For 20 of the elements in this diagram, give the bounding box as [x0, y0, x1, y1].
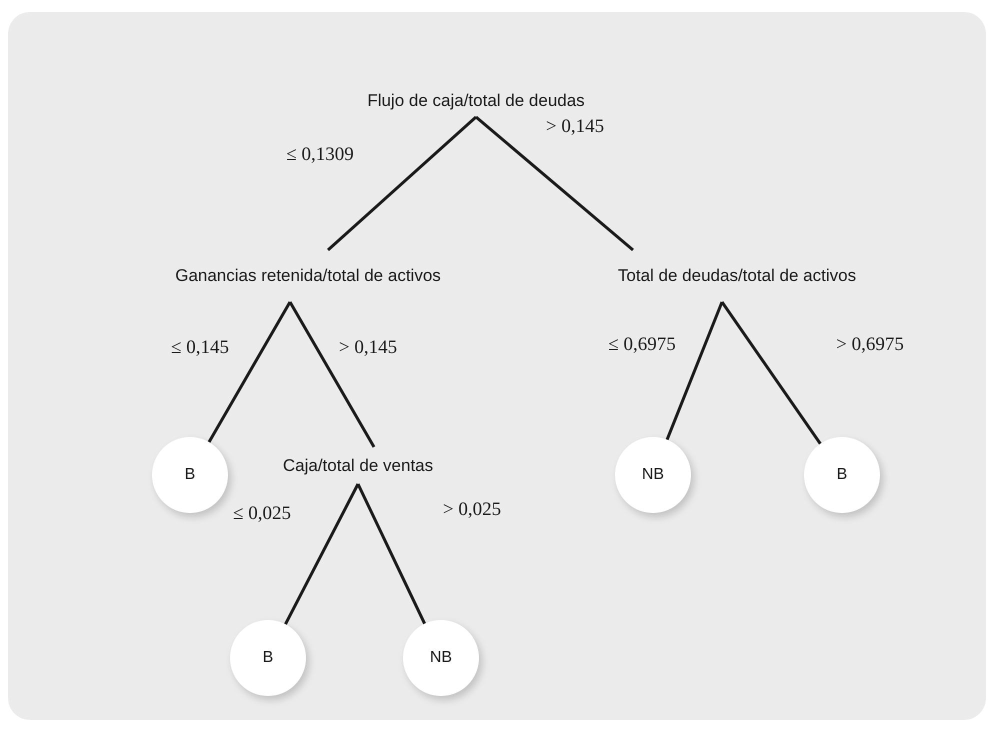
- edge-label: > 0,025: [442, 498, 502, 522]
- edge-label: > 0,6975: [836, 332, 904, 357]
- edge-label: > 0,145: [338, 336, 398, 360]
- split-criterion-text: Caja/total de ventas: [282, 454, 434, 476]
- branch-line: [284, 483, 360, 625]
- edge-label: ≤ 0,6975: [608, 332, 676, 357]
- branch-line: [666, 301, 724, 440]
- split-criterion-text: Flujo de caja/total de deudas: [367, 90, 585, 112]
- branch-line: [288, 301, 376, 448]
- branch-line: [327, 116, 477, 252]
- edge-label: ≤ 0,145: [171, 336, 229, 360]
- edge-label: ≤ 0,025: [233, 502, 291, 526]
- split-criterion-text: Ganancias retenida/total de activos: [175, 265, 441, 287]
- branch-line: [720, 301, 822, 445]
- branch-line: [356, 483, 426, 624]
- branch-line: [208, 301, 292, 443]
- branch-line: [475, 116, 634, 252]
- split-criterion-text: Total de deudas/total de activos: [618, 265, 856, 287]
- edge-label: ≤ 0,1309: [286, 142, 354, 167]
- edge-label: > 0,145: [546, 114, 604, 139]
